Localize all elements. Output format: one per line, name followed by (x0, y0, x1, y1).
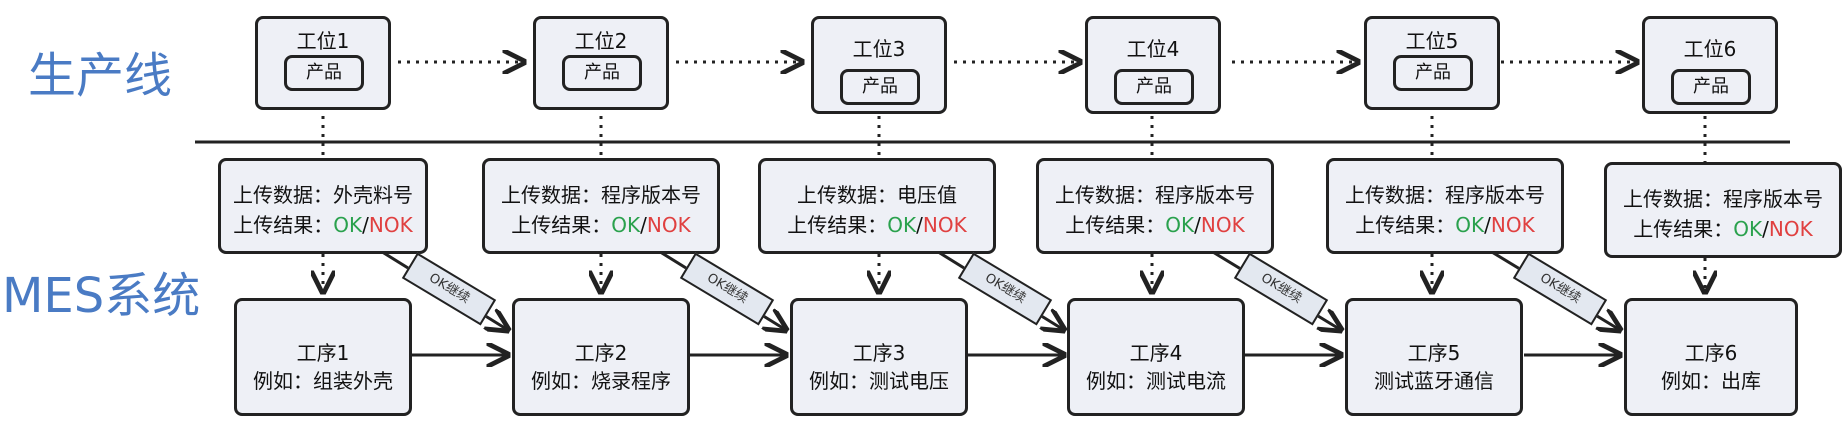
nok-text: NOK (1768, 217, 1813, 241)
upload-box-4: 上传数据：程序版本号 上传结果：OK/NOK (1036, 158, 1274, 254)
product-box: 产品 (562, 55, 642, 91)
product-box: 产品 (1114, 69, 1194, 105)
product-box: 产品 (1671, 69, 1751, 105)
result-separator: / (1484, 213, 1491, 237)
station-title: 工位1 (296, 29, 350, 53)
ok-text: OK (887, 213, 917, 237)
nok-text: NOK (646, 213, 691, 237)
upload-result-line: 上传结果：OK/NOK (761, 209, 993, 238)
ok-text: OK (1733, 217, 1763, 241)
process-example: 例如：烧录程序 (531, 369, 671, 393)
station-title: 工位4 (1126, 37, 1180, 61)
ok-text: OK (333, 213, 363, 237)
station-title: 工位5 (1405, 29, 1459, 53)
process-5: 工序5 测试蓝牙通信 (1345, 298, 1523, 416)
process-title: 工序4 (1129, 341, 1183, 365)
ok-text: OK (611, 213, 641, 237)
process-6: 工序6 例如：出库 (1624, 298, 1798, 416)
nok-text: NOK (922, 213, 967, 237)
result-separator: / (640, 213, 647, 237)
station-2: 工位2 产品 (533, 16, 669, 110)
lane-label-production: 生产线 (28, 48, 173, 104)
process-example: 例如：出库 (1661, 369, 1761, 393)
ok-text: OK (1455, 213, 1485, 237)
station-3: 工位3 产品 (811, 16, 947, 114)
upload-result-label: 上传结果： (1633, 217, 1734, 241)
upload-box-1: 上传数据：外壳料号 上传结果：OK/NOK (218, 158, 428, 254)
upload-result-line: 上传结果：OK/NOK (1039, 209, 1271, 238)
process-2: 工序2 例如：烧录程序 (512, 298, 690, 416)
upload-box-2: 上传数据：程序版本号 上传结果：OK/NOK (482, 158, 720, 254)
upload-result-label: 上传结果： (787, 213, 888, 237)
station-4: 工位4 产品 (1085, 16, 1221, 114)
process-example: 测试蓝牙通信 (1374, 369, 1494, 393)
upload-result-line: 上传结果：OK/NOK (485, 209, 717, 238)
upload-data-label: 上传数据：程序版本号 (1055, 183, 1255, 207)
upload-result-line: 上传结果：OK/NOK (1607, 213, 1839, 242)
result-separator: / (1762, 217, 1769, 241)
station-title: 工位2 (574, 29, 628, 53)
upload-data-label: 上传数据：程序版本号 (501, 183, 701, 207)
upload-data-label: 上传数据：程序版本号 (1345, 183, 1545, 207)
result-separator: / (916, 213, 923, 237)
upload-box-5: 上传数据：程序版本号 上传结果：OK/NOK (1326, 158, 1564, 254)
nok-text: NOK (1200, 213, 1245, 237)
station-upload-links (321, 116, 1707, 162)
process-4: 工序4 例如：测试电流 (1067, 298, 1245, 416)
station-title: 工位6 (1683, 37, 1737, 61)
product-box: 产品 (840, 69, 920, 105)
upload-result-label: 上传结果： (233, 213, 334, 237)
upload-result-label: 上传结果： (1065, 213, 1166, 237)
upload-data-label: 上传数据：电压值 (797, 183, 957, 207)
upload-result-line: 上传结果：OK/NOK (221, 209, 425, 238)
process-example: 例如：组装外壳 (253, 369, 393, 393)
product-box: 产品 (284, 55, 364, 91)
upload-box-3: 上传数据：电压值 上传结果：OK/NOK (758, 158, 996, 254)
process-title: 工序3 (852, 341, 906, 365)
process-example: 例如：测试电流 (1086, 369, 1226, 393)
process-3: 工序3 例如：测试电压 (790, 298, 968, 416)
upload-data-label: 上传数据：程序版本号 (1623, 187, 1823, 211)
product-box: 产品 (1393, 55, 1473, 91)
station-5: 工位5 产品 (1364, 16, 1500, 110)
lane-label-mes: MES系统 (2, 268, 201, 324)
nok-text: NOK (1490, 213, 1535, 237)
upload-process-arrows (323, 254, 1705, 292)
process-title: 工序1 (296, 341, 350, 365)
upload-box-6: 上传数据：程序版本号 上传结果：OK/NOK (1604, 162, 1842, 258)
upload-result-label: 上传结果： (1355, 213, 1456, 237)
process-example: 例如：测试电压 (809, 369, 949, 393)
station-1: 工位1 产品 (255, 16, 391, 110)
result-separator: / (1194, 213, 1201, 237)
result-separator: / (362, 213, 369, 237)
upload-result-line: 上传结果：OK/NOK (1329, 209, 1561, 238)
process-title: 工序5 (1407, 341, 1461, 365)
station-6: 工位6 产品 (1642, 16, 1778, 114)
process-1: 工序1 例如：组装外壳 (234, 298, 412, 416)
station-title: 工位3 (852, 37, 906, 61)
upload-result-label: 上传结果： (511, 213, 612, 237)
process-title: 工序6 (1684, 341, 1738, 365)
upload-data-label: 上传数据：外壳料号 (233, 183, 413, 207)
ok-text: OK (1165, 213, 1195, 237)
nok-text: NOK (368, 213, 413, 237)
process-title: 工序2 (574, 341, 628, 365)
